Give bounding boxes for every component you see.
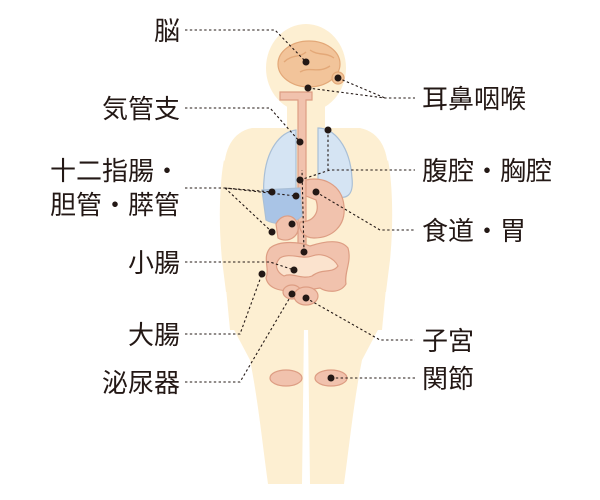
dot-ear xyxy=(334,74,342,82)
labels: 脳 気管支 十二指腸・ 胆管・膵管 小腸 大腸 泌尿器 耳鼻咽喉 腹腔・胸腔 食… xyxy=(50,17,552,399)
label-brain: 脳 xyxy=(154,17,180,47)
dot-liver xyxy=(268,188,276,196)
leader-duo-3 xyxy=(224,187,297,197)
label-duodenum-line2: 胆管・膵管 xyxy=(50,191,180,221)
leader-trachea xyxy=(185,107,301,143)
label-small-intestine: 小腸 xyxy=(128,249,180,279)
label-ent: 耳鼻咽喉 xyxy=(422,85,526,115)
label-joints: 関節 xyxy=(422,365,474,395)
dot-abdominal xyxy=(296,176,304,184)
dot-large-int xyxy=(258,270,266,278)
label-urinary: 泌尿器 xyxy=(102,369,180,399)
dot-pancreatic xyxy=(288,220,296,228)
dot-uterus xyxy=(302,294,310,302)
leader-brain xyxy=(185,29,307,63)
leader-ent-1 xyxy=(307,87,415,99)
leader-esoph-1 xyxy=(315,191,415,231)
dot-trachea xyxy=(296,138,304,146)
leader-duo-2 xyxy=(224,187,273,233)
dot-esophagus xyxy=(300,248,308,256)
label-trachea: 気管支 xyxy=(102,95,180,125)
label-large-intestine: 大腸 xyxy=(128,321,180,351)
dot-urinary xyxy=(288,290,296,298)
knee-left xyxy=(269,369,303,387)
dot-brain xyxy=(302,58,310,66)
dot-pharynx xyxy=(304,84,312,92)
leader-abd-1 xyxy=(299,169,415,181)
leader-small-int xyxy=(185,261,295,271)
leader-large-int xyxy=(185,273,263,335)
dot-thoracic xyxy=(324,126,332,134)
dot-biliary xyxy=(292,192,300,200)
body-arm-left xyxy=(219,160,248,292)
leader-esoph-2 xyxy=(301,169,305,253)
dot-joint xyxy=(327,374,335,382)
duodenum-organ xyxy=(275,215,299,241)
label-esophagus-stomach: 食道・胃 xyxy=(422,217,526,247)
stomach-organ xyxy=(299,178,345,239)
leader-urinary xyxy=(185,293,293,383)
leader-dots xyxy=(258,58,342,382)
body-hips xyxy=(226,288,386,330)
body-arm-right xyxy=(364,160,393,292)
dot-duodenum xyxy=(268,228,276,236)
label-duodenum-line1: 十二指腸・ xyxy=(50,157,180,187)
leader-lines xyxy=(185,29,415,383)
body-leg-left xyxy=(232,326,304,484)
leader-ent-2 xyxy=(337,77,386,99)
label-abdominal-thoracic: 腹腔・胸腔 xyxy=(422,157,552,187)
brain-organ xyxy=(277,40,341,88)
label-uterus: 子宮 xyxy=(422,327,474,357)
dot-small-int xyxy=(290,266,298,274)
dot-stomach xyxy=(312,188,320,196)
body-leg-right xyxy=(308,326,380,484)
